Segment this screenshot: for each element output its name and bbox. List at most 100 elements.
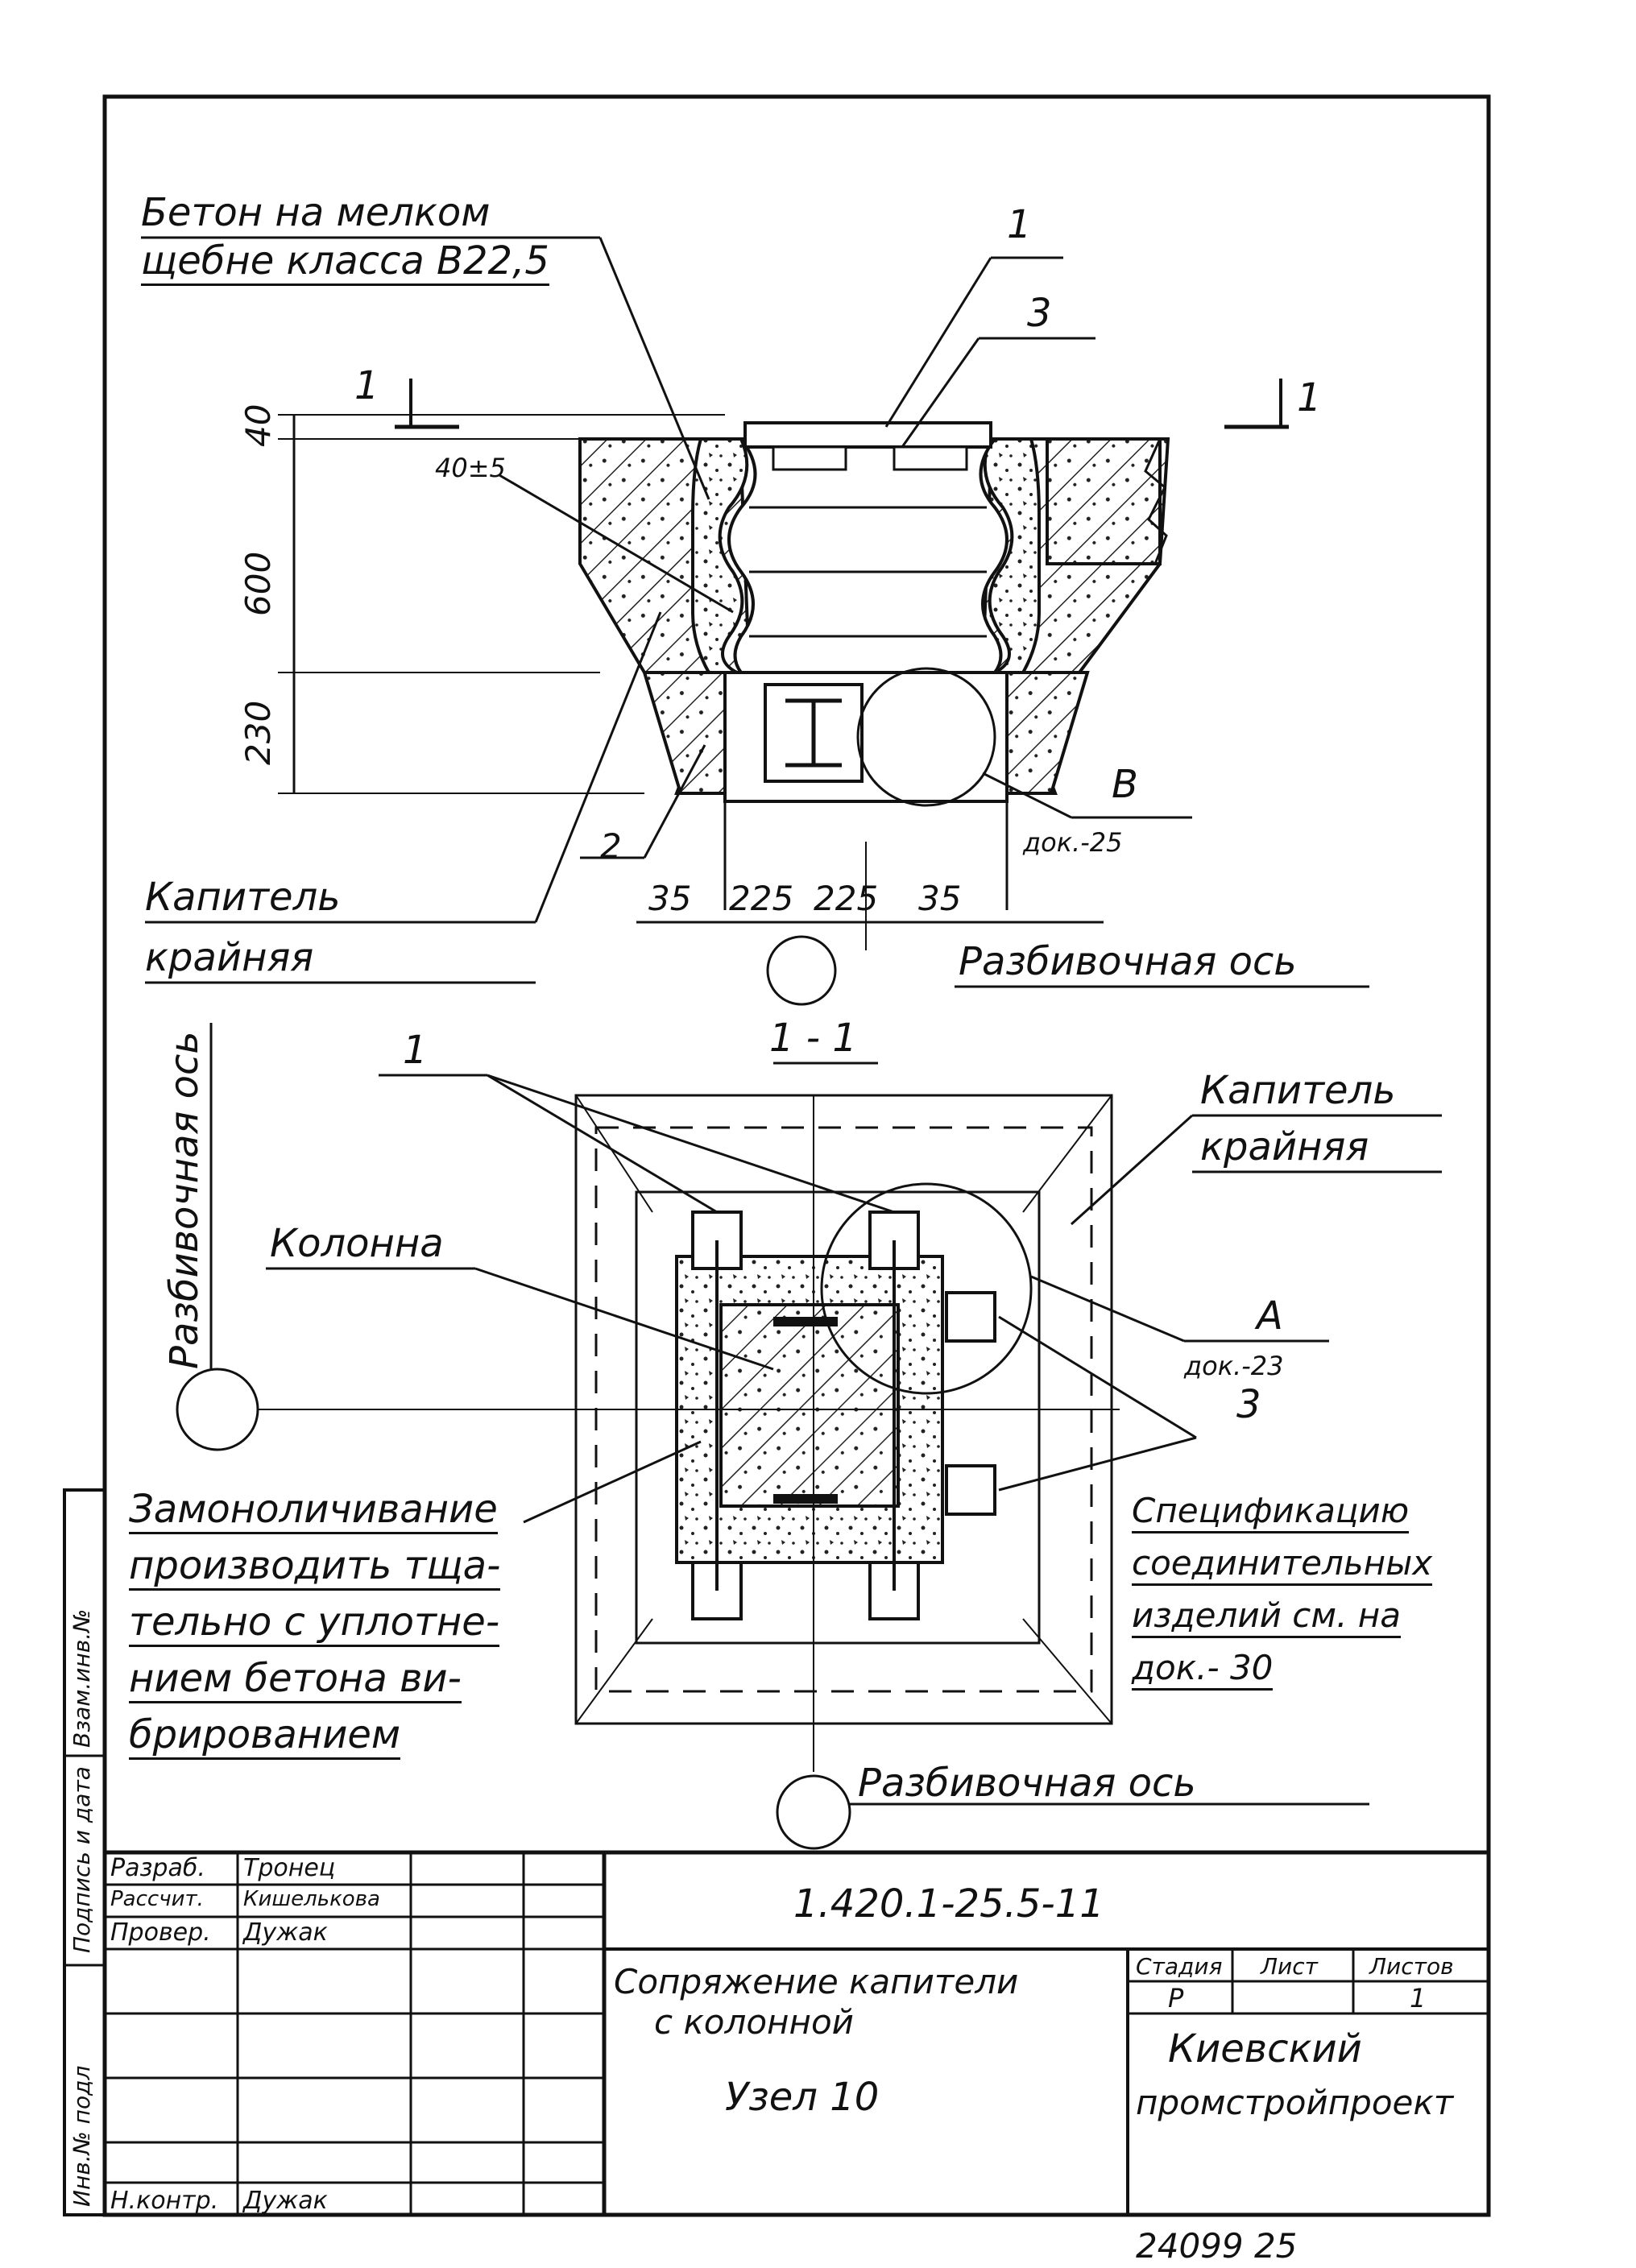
norm-role: Н.контр. [110,2187,219,2215]
concrete-note-line1: Бетон на мелком [141,190,491,235]
name-2: Кишелькова [243,1887,380,1911]
top-plate [743,421,992,449]
dim-225-right: 225 [814,879,879,918]
pos-3-top: 3 [1027,291,1052,336]
plan-view [141,236,1442,1850]
footer-number: 24099 25 [1136,2226,1298,2266]
role-1: Разраб. [110,1854,205,1882]
note-line3: тельно с уплотне- [129,1603,500,1647]
title-line1: Сопряжение капители [614,1962,1019,2001]
leader-plan-1b [487,1074,895,1214]
note-line1: Замоноличивание [129,1490,498,1534]
leader-pos3 [901,337,980,448]
note-line4: нием бетона ви- [129,1659,462,1703]
spec-line1: Спецификацию [1132,1494,1410,1533]
section-mark-right: 1 [1297,375,1322,420]
side-inv-podl: Инв.№ подл [68,2065,95,2207]
axis-circle-left [176,1368,259,1451]
norm-name: Дужак [243,2187,328,2215]
leader-column [474,1267,774,1371]
slab-break [1144,438,1168,565]
capital-right-line2: крайняя [1200,1124,1369,1169]
capital-left-line2: крайняя [145,935,314,980]
leader-pos3-plan-a [998,1315,1197,1439]
leader-concrete [598,237,710,500]
sheets-value: 1 [1410,1983,1427,2013]
pos-2-label: 2 [600,826,622,866]
node-a-label: А [1257,1293,1283,1339]
bar-bottom [773,1494,838,1504]
org-line1: Киевский [1168,2026,1362,2071]
axis-top-label: Разбивочная ось [959,939,1297,984]
org-line2: промстройпроект [1136,2083,1454,2122]
axis-circle-top [766,935,837,1006]
leader-capital-right [1070,1114,1194,1226]
sheets-header: Листов [1369,1953,1454,1980]
title-line3: Узел 10 [725,2075,880,2120]
node-b-ref: док.-25 [1023,827,1123,858]
plate-r1 [945,1291,996,1343]
grout-left [690,437,749,674]
title-block [102,1850,1491,2217]
top-plate-inner-2 [893,445,968,471]
dim-225-left: 225 [729,879,794,918]
leader-plan-1a [487,1074,718,1214]
dim-230-label: 230 [238,700,278,765]
spec-line2: соединительных [1132,1546,1433,1586]
capital-right-line1: Капитель [1200,1068,1396,1113]
capital-right-wedge [1005,671,1090,795]
spec-line3: изделий см. на [1132,1599,1401,1638]
column-steel-section [764,683,864,783]
stage-header: Стадия [1136,1953,1223,1980]
grout-right [983,437,1041,674]
axis-vertical-label: Разбивочная ось [162,1031,207,1369]
stage-value: Р [1168,1983,1184,2013]
section-mark-left: 1 [354,363,379,408]
pos-1-top: 1 [1007,202,1032,247]
slab-right [1046,437,1162,565]
axis-bottom-label: Разбивочная ось [858,1761,1196,1806]
plate-r2 [945,1464,996,1516]
node-a-circle [820,1182,1033,1395]
side-vzam-inv: Взам.инв.№ [68,1608,95,1748]
plan-column [719,1303,900,1508]
note-line2: производить тща- [129,1546,501,1591]
leader-pos2 [643,744,706,859]
side-podpis-data: Подпись и дата [68,1766,95,1953]
node-b-label: В [1112,762,1138,807]
leader-capital-left [534,611,662,923]
i-beam-symbol [785,698,842,768]
gap-40-5-label: 40±5 [435,453,506,483]
section-title: 1 - 1 [769,1016,857,1061]
node-b-leader [982,772,1072,819]
note-line5: брированием [129,1715,401,1760]
leader-gap [499,474,734,614]
leader-pos1 [884,257,992,428]
name-1: Тронец [243,1854,336,1882]
leader-pos3-plan-b [998,1436,1197,1492]
elevation-view [278,237,1369,1006]
node-a-ref: док.-23 [1184,1351,1284,1381]
capital-left-wedge [642,671,727,795]
title-line2: с колонной [654,2002,854,2042]
name-3: Дужак [243,1918,328,1947]
bar-top [773,1317,838,1326]
dim-600-label: 600 [238,551,278,616]
plan-diag-1 [575,1095,653,1213]
dim-35-left: 35 [648,879,692,918]
column-label: Колонна [270,1221,444,1266]
dim-35-right: 35 [918,879,962,918]
role-2: Рассчит. [110,1887,204,1911]
plan-diag-4 [1022,1618,1112,1724]
plan-diag-3 [575,1618,653,1724]
sheet-header: Лист [1261,1953,1318,1980]
plan-diag-2 [1022,1095,1112,1213]
leader-note [523,1440,702,1524]
node-a-leader [1030,1275,1185,1343]
drawing-code: 1.420.1-25.5-11 [793,1881,1104,1927]
role-3: Провер. [110,1918,211,1947]
pos-3-plan: 3 [1236,1382,1261,1427]
dim-40-label: 40 [238,404,278,447]
pos-1-plan: 1 [403,1028,428,1073]
